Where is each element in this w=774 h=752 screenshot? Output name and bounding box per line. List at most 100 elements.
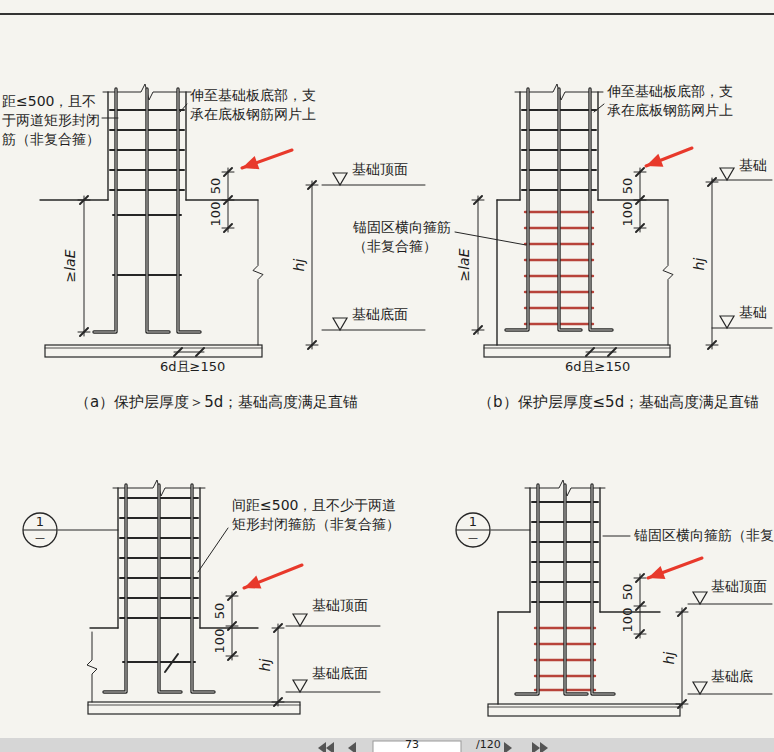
foundation-top xyxy=(186,199,258,200)
elevation-label: 基础底面 xyxy=(352,305,408,324)
bar-highlight xyxy=(590,89,612,330)
section-line xyxy=(491,530,530,531)
dimension-tick xyxy=(636,574,644,582)
slab-line xyxy=(488,707,680,708)
section-line xyxy=(58,530,118,531)
dimension-tick xyxy=(708,341,716,349)
base-slab xyxy=(484,345,670,357)
pointer-head xyxy=(242,156,259,169)
dimension-tick xyxy=(274,698,282,706)
section-circle-outline xyxy=(23,513,57,547)
elevation-label: 基础 xyxy=(739,156,767,175)
column-edge xyxy=(107,92,108,200)
elevation-label: 基础 xyxy=(739,303,767,322)
dimension-tick xyxy=(224,168,232,176)
bar-highlight xyxy=(178,89,200,332)
slab-line xyxy=(45,348,262,349)
dimension-tick xyxy=(474,196,482,204)
dimension-value: hj xyxy=(690,258,709,271)
section-sheet: — xyxy=(455,531,491,544)
dimension-value: 6d且≥150 xyxy=(160,358,225,376)
section-number: 1 xyxy=(22,514,58,529)
break-line xyxy=(253,200,263,345)
dimension-tick xyxy=(308,181,316,189)
longitudinal-bar xyxy=(559,89,581,330)
dimension-value: hj xyxy=(660,652,679,665)
nav-arrow xyxy=(540,742,548,752)
dimension-tick xyxy=(228,622,236,630)
longitudinal-bar xyxy=(104,485,126,692)
dimension-line xyxy=(312,181,313,349)
elevation-line xyxy=(322,330,425,331)
longitudinal-bar xyxy=(592,485,614,694)
dimension-value: 100 xyxy=(619,202,637,227)
elevation-label: 基础底 xyxy=(711,667,753,686)
elevation-triangle xyxy=(693,592,707,604)
pointer-arrow xyxy=(244,565,302,588)
dimension-tick xyxy=(586,348,594,356)
bar-highlight xyxy=(592,485,614,694)
bar-highlight xyxy=(192,485,214,692)
elevation-triangle xyxy=(333,318,347,330)
bar-highlight xyxy=(147,89,169,332)
longitudinal-bar xyxy=(565,485,587,694)
leader-line xyxy=(603,536,630,537)
dimension-tick xyxy=(678,700,686,708)
longitudinal-bar xyxy=(147,89,169,332)
dimension-tick xyxy=(708,178,716,186)
elevation-line xyxy=(712,328,772,329)
pointer-head xyxy=(648,566,665,579)
dimension-tick xyxy=(636,196,644,204)
base-slab xyxy=(488,704,680,716)
break-line xyxy=(87,632,97,702)
foundation-top xyxy=(498,611,530,612)
dimension-tick xyxy=(636,168,644,176)
foundation-top xyxy=(497,199,520,200)
elevation-triangle xyxy=(720,168,734,180)
dimension-tick xyxy=(224,224,232,232)
section-divider xyxy=(23,529,57,530)
slab-line xyxy=(484,348,670,349)
dimension-tick xyxy=(274,624,282,632)
dimension-value: 100 xyxy=(619,608,637,633)
note-text: 锚固区横向箍筋 （非复合箍） xyxy=(353,218,463,256)
dimension-value: 50 xyxy=(619,178,637,195)
dimension-value: hj xyxy=(290,259,309,272)
column-edge xyxy=(519,92,520,200)
caption-text: （a）保护层厚度＞5d；基础高度满足直锚 xyxy=(75,392,358,412)
elevation-triangle xyxy=(693,682,707,694)
pointer-head xyxy=(646,154,663,167)
nav-arrow xyxy=(318,742,326,752)
leader-line xyxy=(102,118,118,119)
bar-highlight xyxy=(159,485,181,692)
dimension-tick xyxy=(228,592,236,600)
dimension-tick xyxy=(224,196,232,204)
dimension-value: 50 xyxy=(211,603,229,620)
elevation-triangle xyxy=(293,614,307,626)
note-text: 锚固区横向箍筋（非复 xyxy=(634,526,774,544)
note-text: 间距≤500，且不少于两道 矩形封闭箍筋（非复合箍） xyxy=(232,496,437,534)
foundation-top xyxy=(40,199,108,200)
dimension-tick xyxy=(228,652,236,660)
dimension-line xyxy=(478,196,479,334)
nav-arrow xyxy=(532,742,540,752)
dimension-tick xyxy=(80,328,88,336)
note-text: 距≤500，且不 于两道矩形封闭 筋（非复合箍） xyxy=(2,92,106,149)
dimension-tick xyxy=(678,608,686,616)
dimension-tick xyxy=(636,224,644,232)
dimension-tick xyxy=(636,602,644,610)
longitudinal-bar xyxy=(516,485,538,694)
foundation-edge xyxy=(496,200,497,345)
dimension-line xyxy=(84,196,85,336)
dimension-tick xyxy=(608,348,616,356)
note-text: 伸至基础板底部，支 承在底板钢筋网片上 xyxy=(190,86,330,124)
page-count: /120 xyxy=(476,739,501,751)
dimension-value: hj xyxy=(256,659,275,672)
page-number: 73 xyxy=(405,739,419,751)
nav-arrow xyxy=(504,742,512,752)
elevation-triangle xyxy=(293,680,307,692)
pointer-arrow xyxy=(646,148,692,166)
column-edge xyxy=(599,488,600,612)
slab-line xyxy=(88,705,300,706)
